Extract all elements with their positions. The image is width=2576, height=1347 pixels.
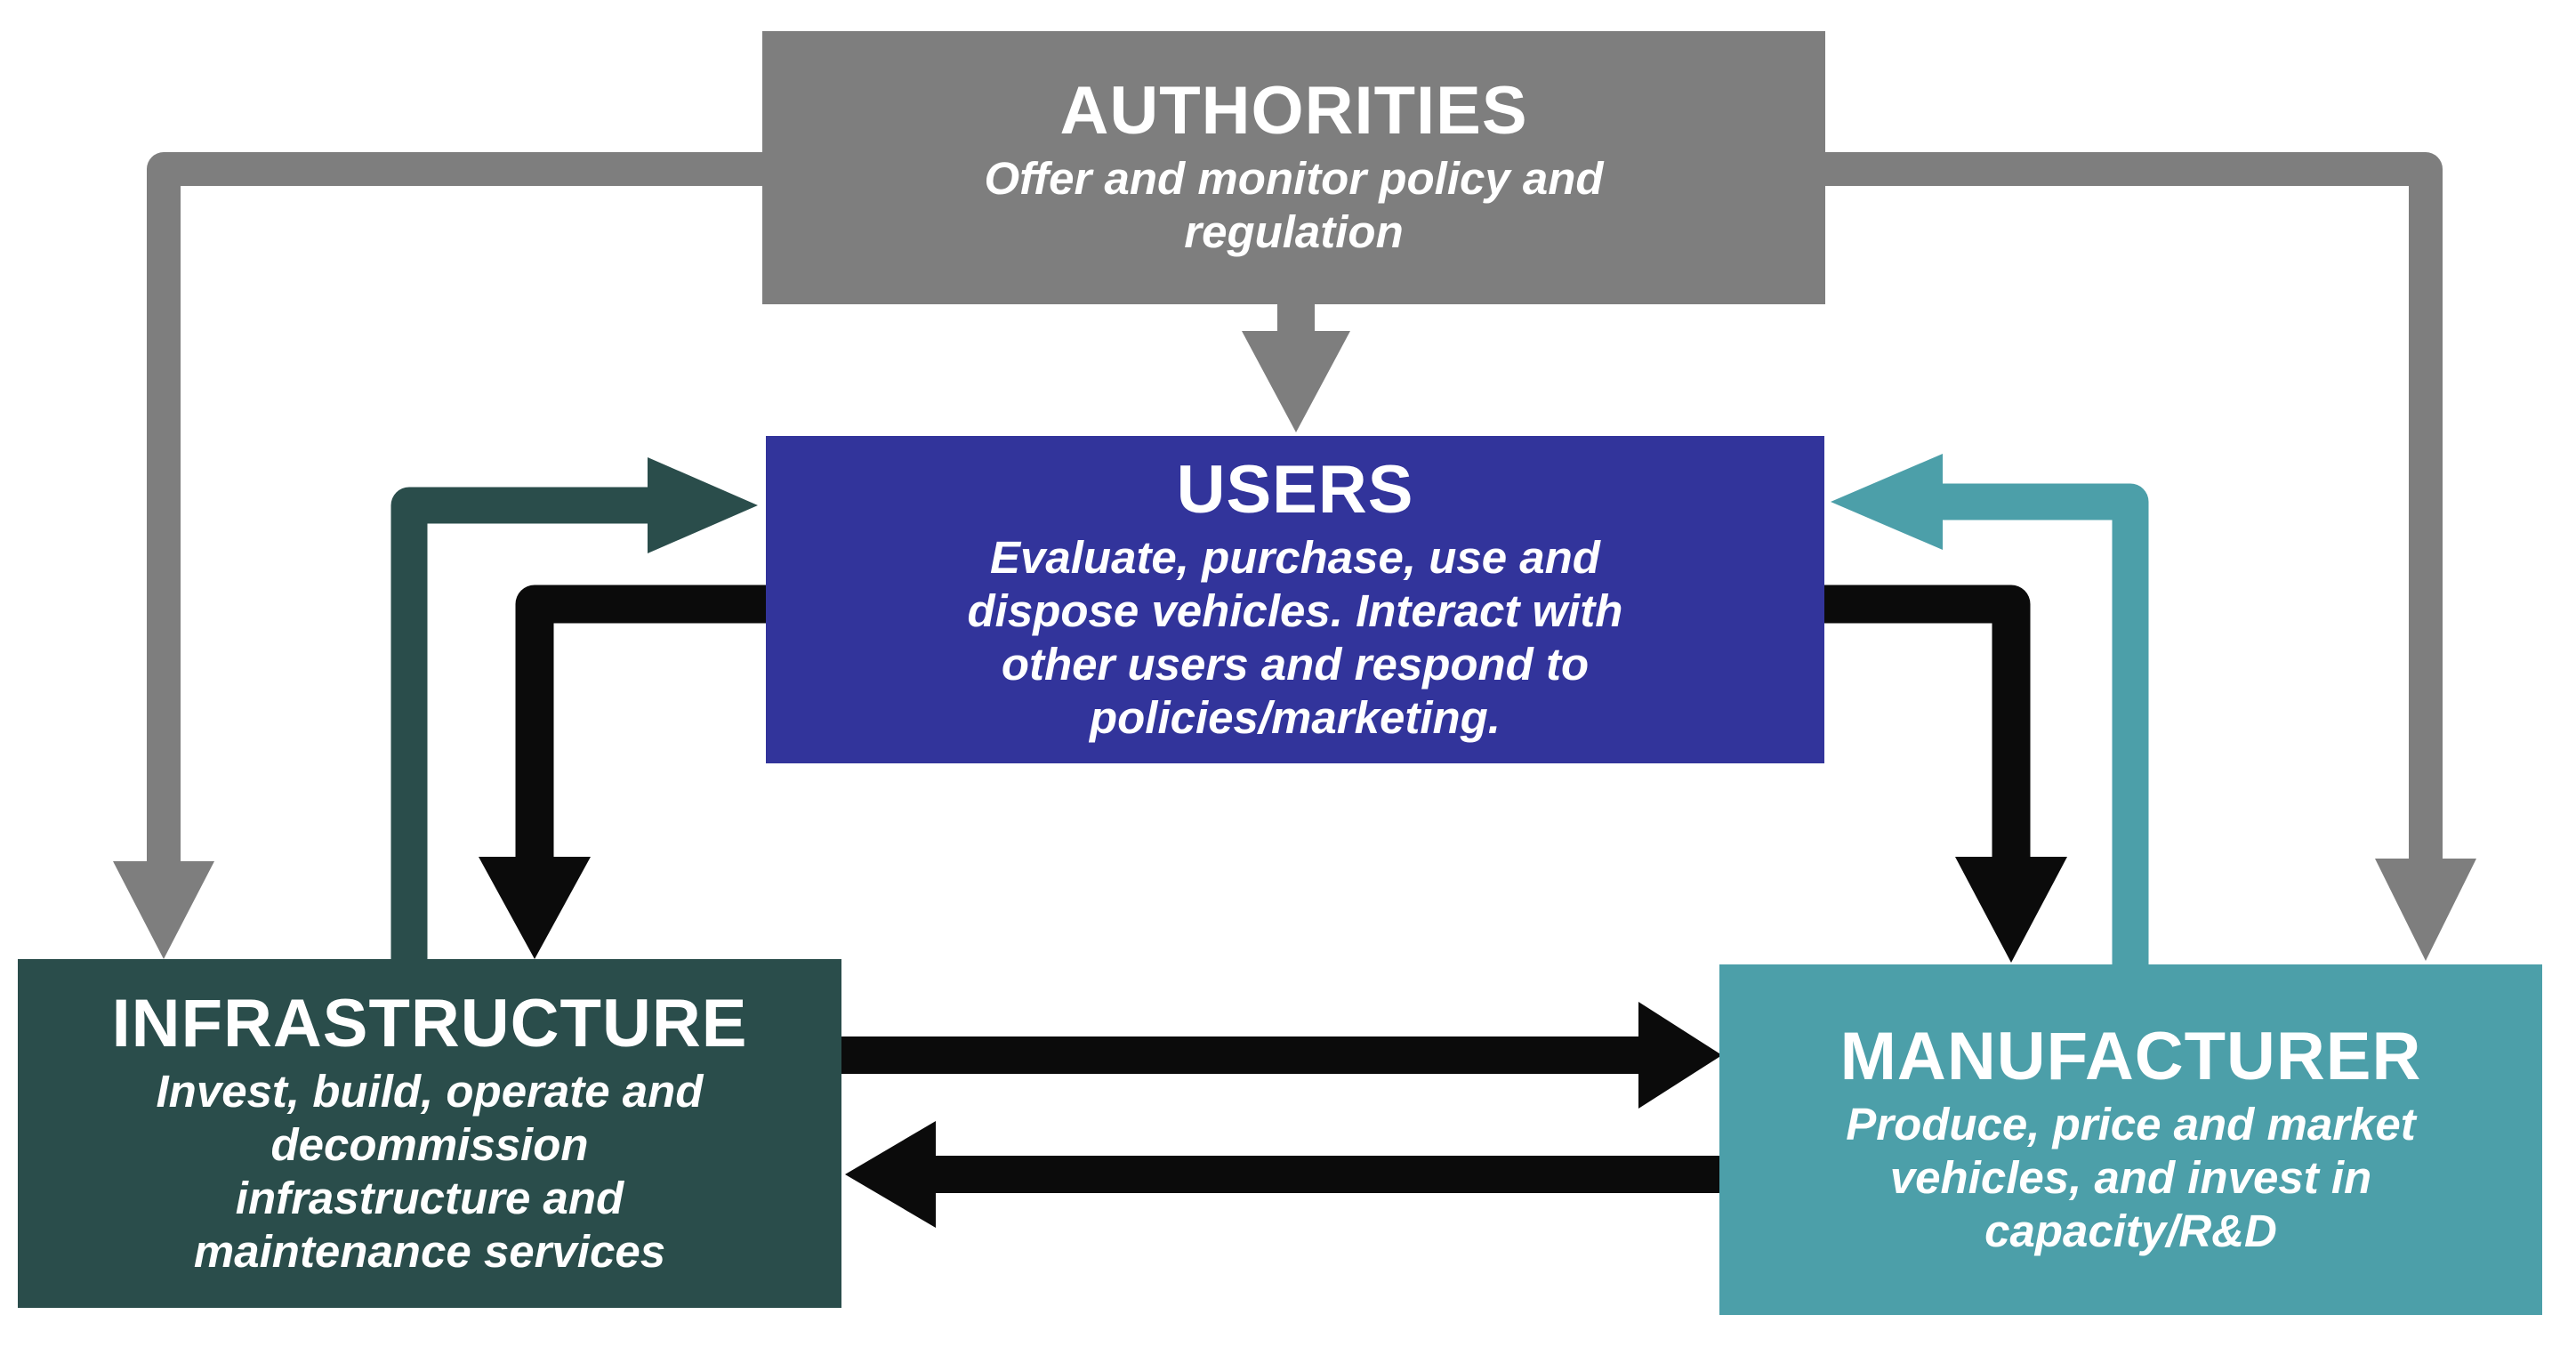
arrow-authorities-to-manufacturer [1825, 152, 2476, 961]
node-description: Produce, price and market vehicles, and … [1846, 1098, 2416, 1256]
node-title: INFRASTRUCTURE [111, 985, 748, 1061]
arrow-infrastructure-to-users [390, 457, 758, 961]
arrow-authorities-to-infrastructure [113, 152, 767, 959]
arrow-authorities-to-users [1242, 304, 1350, 432]
arrow-manufacturer-to-users [1831, 454, 2149, 966]
node-title: AUTHORITIES [1059, 73, 1528, 149]
node-title: MANUFACTURER [1839, 1018, 2422, 1094]
arrow-users-to-manufacturer [1824, 585, 2067, 963]
node-description: Evaluate, purchase, use and dispose vehi… [967, 531, 1623, 744]
arrow-users-to-infrastructure [479, 585, 766, 959]
node-infrastructure: INFRASTRUCTURE Invest, build, operate an… [18, 959, 841, 1308]
node-description: Offer and monitor policy and regulation [984, 153, 1604, 258]
node-description: Invest, build, operate and decommission … [156, 1065, 704, 1278]
node-users: USERS Evaluate, purchase, use and dispos… [766, 436, 1824, 763]
arrow-manufacturer-to-infrastructure [845, 1121, 1719, 1228]
node-authorities: AUTHORITIES Offer and monitor policy and… [762, 31, 1825, 304]
node-title: USERS [1176, 451, 1414, 528]
arrow-infrastructure-to-manufacturer [841, 1002, 1722, 1109]
node-manufacturer: MANUFACTURER Produce, price and market v… [1719, 964, 2542, 1315]
